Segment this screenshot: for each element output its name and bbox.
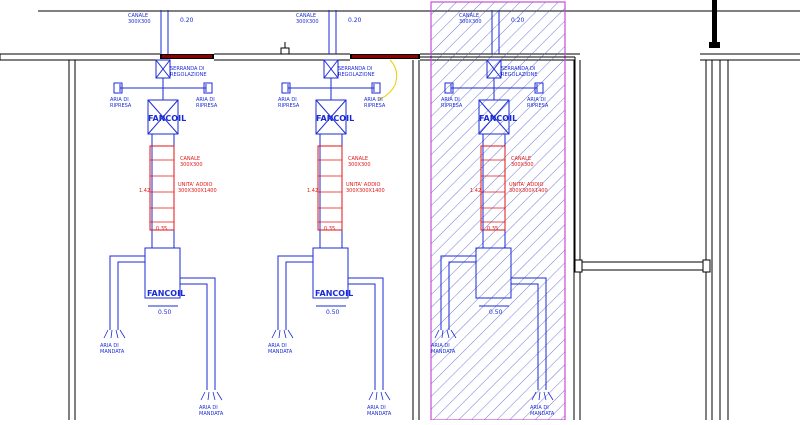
bottom-dimension: 0.50: [489, 309, 503, 316]
vertical-dimension: 1.42: [307, 188, 318, 194]
top-dimension: 0.20: [348, 17, 362, 24]
addio-unit-label-line2: 300X300X1400: [178, 188, 217, 194]
small-dimension: 0.35: [487, 226, 498, 232]
bottom-dimension: 0.50: [158, 309, 172, 316]
bottom-fancoil-label: FANCOIL: [147, 289, 185, 298]
top-duct-label-line1: CANALE: [296, 13, 316, 19]
top-duct-label-line2: 300X300: [459, 19, 482, 25]
column-thick-right: [709, 0, 720, 48]
duct-label-line2: 300X300: [511, 162, 534, 168]
fancoil-unit-2: CANALE 300X300 0.20 SERRANDA DI REGOLAZI…: [268, 10, 392, 417]
return-air-right-line2: RIPRESA: [364, 103, 386, 109]
addio-unit-box: [317, 145, 343, 231]
supply-air-right-line1: ARIA DI: [199, 405, 218, 411]
return-air-right-line2: RIPRESA: [527, 103, 549, 109]
bottom-dimension: 0.50: [326, 309, 340, 316]
damper-label-line1: SERRANDA DI: [170, 66, 204, 72]
damper-label-line2: REGOLAZIONE: [170, 72, 207, 78]
damper-label-line1: SERRANDA DI: [338, 66, 372, 72]
supply-air-left-line1: ARIA DI: [100, 343, 119, 349]
fancoil-label: FANCOIL: [148, 114, 186, 123]
duct-label-line2: 300X300: [348, 162, 371, 168]
top-duct-label-line1: CANALE: [128, 13, 148, 19]
highlighted-area: [430, 1, 566, 421]
top-duct-label-line1: CANALE: [459, 13, 479, 19]
addio-unit-label-line1: UNITA' ADDIO: [509, 182, 544, 188]
top-duct-label-line2: 300X300: [296, 19, 319, 25]
damper-label-line2: REGOLAZIONE: [501, 72, 538, 78]
return-air-left-line2: RIPRESA: [441, 103, 463, 109]
addio-unit-label-line2: 300X300X1400: [346, 188, 385, 194]
supply-air-right-line1: ARIA DI: [367, 405, 386, 411]
supply-air-right-line1: ARIA DI: [530, 405, 549, 411]
addio-unit-label-line2: 300X300X1400: [509, 188, 548, 194]
building-walls: [0, 10, 800, 420]
addio-unit-label-line1: UNITA' ADDIO: [178, 182, 213, 188]
addio-unit-box: [149, 145, 175, 231]
bottom-fancoil-label: FANCOIL: [315, 289, 353, 298]
supply-air-right-line2: MANDATA: [530, 411, 555, 417]
supply-air-left-line1: ARIA DI: [268, 343, 287, 349]
top-valve-symbol: [280, 42, 290, 55]
addio-unit-box: [480, 145, 506, 231]
supply-air-left-line2: MANDATA: [100, 349, 125, 355]
partition-node-right: [702, 259, 711, 273]
return-air-right-line1: ARIA DI: [527, 97, 546, 103]
fancoil-label: FANCOIL: [479, 114, 517, 123]
supply-air-right-line2: MANDATA: [199, 411, 224, 417]
duct-label-line1: CANALE: [348, 156, 368, 162]
return-air-right-line1: ARIA DI: [364, 97, 383, 103]
small-dimension: 0.35: [324, 226, 335, 232]
supply-air-right-line2: MANDATA: [367, 411, 392, 417]
top-dimension: 0.20: [511, 17, 525, 24]
duct-label-line1: CANALE: [511, 156, 531, 162]
duct-label-line2: 300X300: [180, 162, 203, 168]
fancoil-unit-1: CANALE 300X300 0.20 SERRANDA DI REGOLAZI…: [100, 10, 224, 417]
vertical-dimension: 1.42: [139, 188, 150, 194]
supply-air-left-line2: MANDATA: [431, 349, 456, 355]
top-duct-label-line2: 300X300: [128, 19, 151, 25]
supply-air-left-line1: ARIA DI: [431, 343, 450, 349]
fancoil-unit-3: CANALE 300X300 0.20 SERRANDA DI REGOLAZI…: [431, 10, 555, 417]
return-air-left-line2: RIPRESA: [110, 103, 132, 109]
supply-air-left-line2: MANDATA: [268, 349, 293, 355]
yellow-connector: [377, 59, 398, 101]
return-air-left-line2: RIPRESA: [278, 103, 300, 109]
return-air-left-line1: ARIA DI: [441, 97, 460, 103]
return-air-right-line1: ARIA DI: [196, 97, 215, 103]
main-duct: [160, 54, 576, 262]
addio-unit-label-line1: UNITA' ADDIO: [346, 182, 381, 188]
return-air-left-line1: ARIA DI: [278, 97, 297, 103]
fancoil-label: FANCOIL: [316, 114, 354, 123]
partition-node-left: [574, 259, 583, 273]
damper-label-line2: REGOLAZIONE: [338, 72, 375, 78]
vertical-dimension: 1.42: [470, 188, 481, 194]
top-dimension: 0.20: [180, 17, 194, 24]
small-dimension: 0.35: [156, 226, 167, 232]
return-air-right-line2: RIPRESA: [196, 103, 218, 109]
return-air-left-line1: ARIA DI: [110, 97, 129, 103]
duct-label-line1: CANALE: [180, 156, 200, 162]
damper-label-line1: SERRANDA DI: [501, 66, 535, 72]
